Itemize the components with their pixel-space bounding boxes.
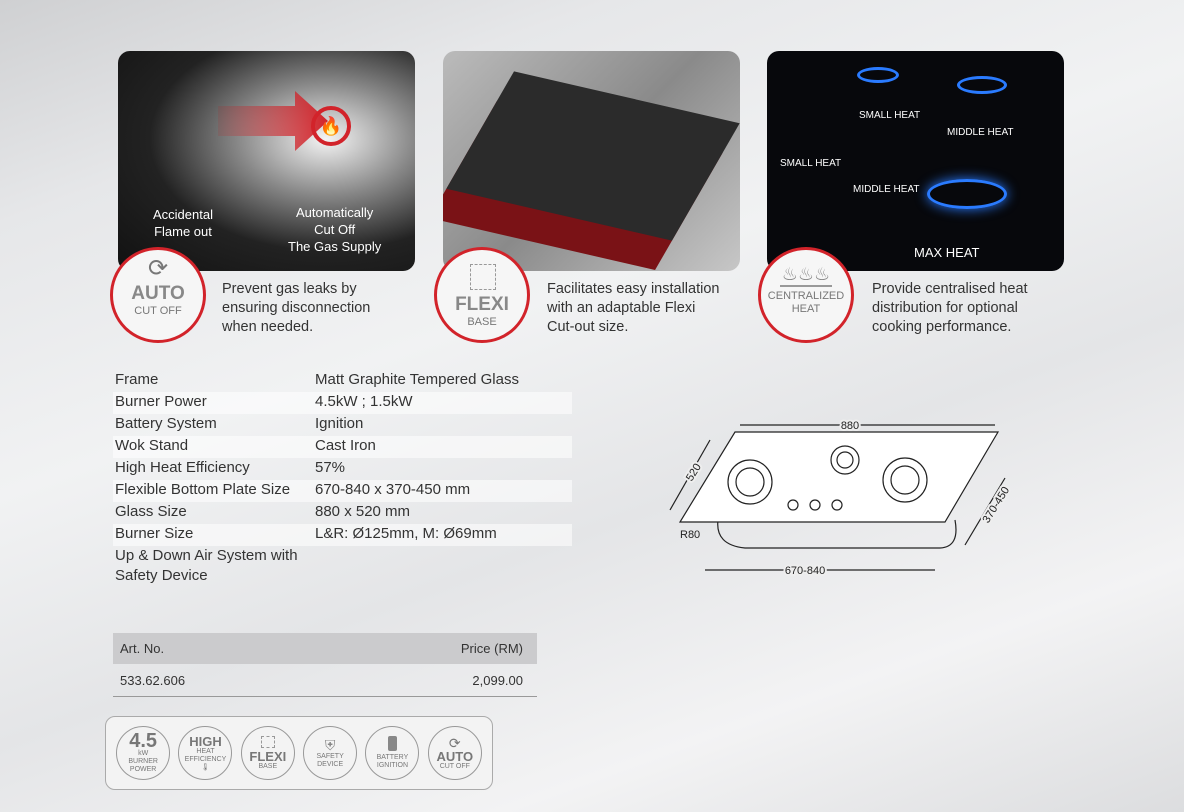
dimension-width: 880 bbox=[841, 420, 859, 432]
spec-row: Up & Down Air System with Safety Device bbox=[113, 546, 572, 586]
auto-cutoff-image: 🔥 Accidental Flame out Automatically Cut… bbox=[118, 51, 415, 271]
hob-graphic bbox=[446, 71, 740, 241]
header-art-no: Art. No. bbox=[120, 641, 165, 656]
spec-key: Battery System bbox=[115, 415, 217, 432]
badge-subtitle: CENTRALIZED HEAT bbox=[767, 290, 845, 315]
badge-subtitle: kW BURNER POWER bbox=[128, 750, 158, 773]
auto-cutoff-icon: ⟳ bbox=[448, 734, 461, 751]
price-row: 533.62.606 2,099.00 bbox=[113, 664, 537, 697]
flexi-base-icon bbox=[260, 735, 275, 748]
spec-row: Burner Size L&R: Ø125mm, M: Ø69mm bbox=[113, 524, 572, 546]
spec-row: High Heat Efficiency 57% bbox=[113, 458, 572, 480]
spec-table: Frame Matt Graphite Tempered Glass Burner… bbox=[113, 370, 572, 586]
caption-flame-out: Accidental Flame out bbox=[153, 207, 213, 239]
dimension-cut-width: 670-840 bbox=[785, 565, 825, 577]
badge-subtitle: CUT OFF bbox=[134, 305, 182, 317]
spec-key: Glass Size bbox=[115, 503, 187, 520]
badge-title: FLEXI bbox=[249, 748, 287, 764]
badge-title: 4.5 bbox=[129, 730, 158, 752]
centralized-heat-image: SMALL HEAT MIDDLE HEAT SMALL HEAT MIDDLE… bbox=[767, 51, 1064, 271]
spec-row: Glass Size 880 x 520 mm bbox=[113, 502, 572, 524]
badge-subtitle: BASE bbox=[467, 316, 497, 328]
spec-value: 4.5kW ; 1.5kW bbox=[315, 393, 413, 410]
label-small-heat: SMALL HEAT bbox=[859, 110, 921, 121]
spec-key: Frame bbox=[115, 371, 159, 388]
badge-subtitle: BASE bbox=[258, 762, 278, 770]
thermometer-icon: 🌡 bbox=[201, 763, 210, 771]
dimension-radius: R80 bbox=[680, 529, 700, 541]
battery-ignition-badge: BATTERY IGNITION bbox=[365, 726, 420, 780]
flexi-base-badge: FLEXI BASE bbox=[434, 247, 530, 343]
spec-row: Flexible Bottom Plate Size 670-840 x 370-… bbox=[113, 480, 572, 502]
spec-value: Ignition bbox=[315, 415, 364, 432]
flexi-base-description: Facilitates easy installation with an ad… bbox=[547, 281, 720, 335]
spec-value: Matt Graphite Tempered Glass bbox=[315, 371, 519, 388]
auto-cutoff-badge: ⟳ AUTO CUT OFF bbox=[110, 247, 206, 343]
dimension-cut-depth: 370-450 bbox=[981, 485, 1013, 526]
spec-key: Flexible Bottom Plate Size bbox=[115, 481, 291, 498]
safety-device-badge: ⛨SAFETY DEVICE bbox=[303, 726, 358, 780]
spec-value: Cast Iron bbox=[315, 437, 376, 454]
label-middle-heat: MIDDLE HEAT bbox=[947, 127, 1014, 138]
flames-icon: ♨♨♨ bbox=[779, 264, 833, 287]
spec-key: Burner Power bbox=[115, 393, 207, 410]
badge-title: AUTO bbox=[131, 283, 185, 304]
spec-value: 57% bbox=[315, 459, 346, 476]
flexi-base-icon bbox=[470, 264, 496, 290]
centralized-heat-badge: ♨♨♨ CENTRALIZED HEAT bbox=[758, 247, 854, 343]
caption-cut-off: Automatically Cut Off The Gas Supply bbox=[288, 205, 382, 254]
badge-subtitle: BATTERY IGNITION bbox=[376, 754, 409, 769]
badge-title: AUTO bbox=[436, 748, 474, 764]
spec-key: Wok Stand bbox=[115, 437, 189, 454]
centralized-heat-description: Provide centralised heat distribution fo… bbox=[872, 281, 1028, 335]
badge-subtitle: HEAT EFFICIENCY bbox=[184, 747, 227, 763]
header-price: Price (RM) bbox=[460, 641, 523, 656]
battery-icon bbox=[387, 736, 397, 751]
spec-value: 880 x 520 mm bbox=[315, 503, 411, 520]
label-middle-heat: MIDDLE HEAT bbox=[853, 184, 920, 195]
no-flame-icon: 🔥 bbox=[311, 106, 351, 146]
burner-graphic bbox=[957, 76, 1007, 94]
price: 2,099.00 bbox=[472, 672, 523, 688]
spec-key: High Heat Efficiency bbox=[115, 459, 250, 476]
spec-value: 670-840 x 370-450 mm bbox=[315, 481, 471, 498]
spec-value: L&R: Ø125mm, M: Ø69mm bbox=[315, 525, 497, 542]
label-max-heat: MAX HEAT bbox=[914, 245, 980, 260]
auto-cutoff-icon: ⟳ bbox=[147, 255, 169, 282]
art-no: 533.62.606 bbox=[120, 672, 186, 688]
burner-graphic bbox=[857, 67, 899, 83]
spec-key: Up & Down Air System with Safety Device bbox=[115, 547, 298, 584]
spec-row: Battery System Ignition bbox=[113, 414, 572, 436]
price-header: Art. No. Price (RM) bbox=[113, 633, 537, 664]
spec-row: Frame Matt Graphite Tempered Glass bbox=[113, 370, 572, 392]
spec-row: Burner Power 4.5kW ; 1.5kW bbox=[113, 392, 572, 414]
badge-title: FLEXI bbox=[455, 294, 509, 315]
badge-title: HIGH bbox=[189, 733, 222, 749]
spec-row: Wok Stand Cast Iron bbox=[113, 436, 572, 458]
badge-subtitle: CUT OFF bbox=[439, 762, 470, 770]
badge-subtitle: SAFETY DEVICE bbox=[316, 753, 344, 768]
spec-key: Burner Size bbox=[115, 525, 194, 542]
auto-cutoff-description: Prevent gas leaks by ensuring disconnect… bbox=[222, 281, 371, 335]
flexi-base-image bbox=[443, 51, 740, 271]
price-table: Art. No. Price (RM) 533.62.606 2,099.00 bbox=[113, 633, 537, 697]
label-small-heat: SMALL HEAT bbox=[780, 158, 842, 169]
shield-icon: ⛨ bbox=[324, 737, 336, 753]
burner-graphic bbox=[927, 179, 1007, 209]
dimension-diagram: 880 520 R80 670-840 370-450 bbox=[669, 418, 1014, 579]
